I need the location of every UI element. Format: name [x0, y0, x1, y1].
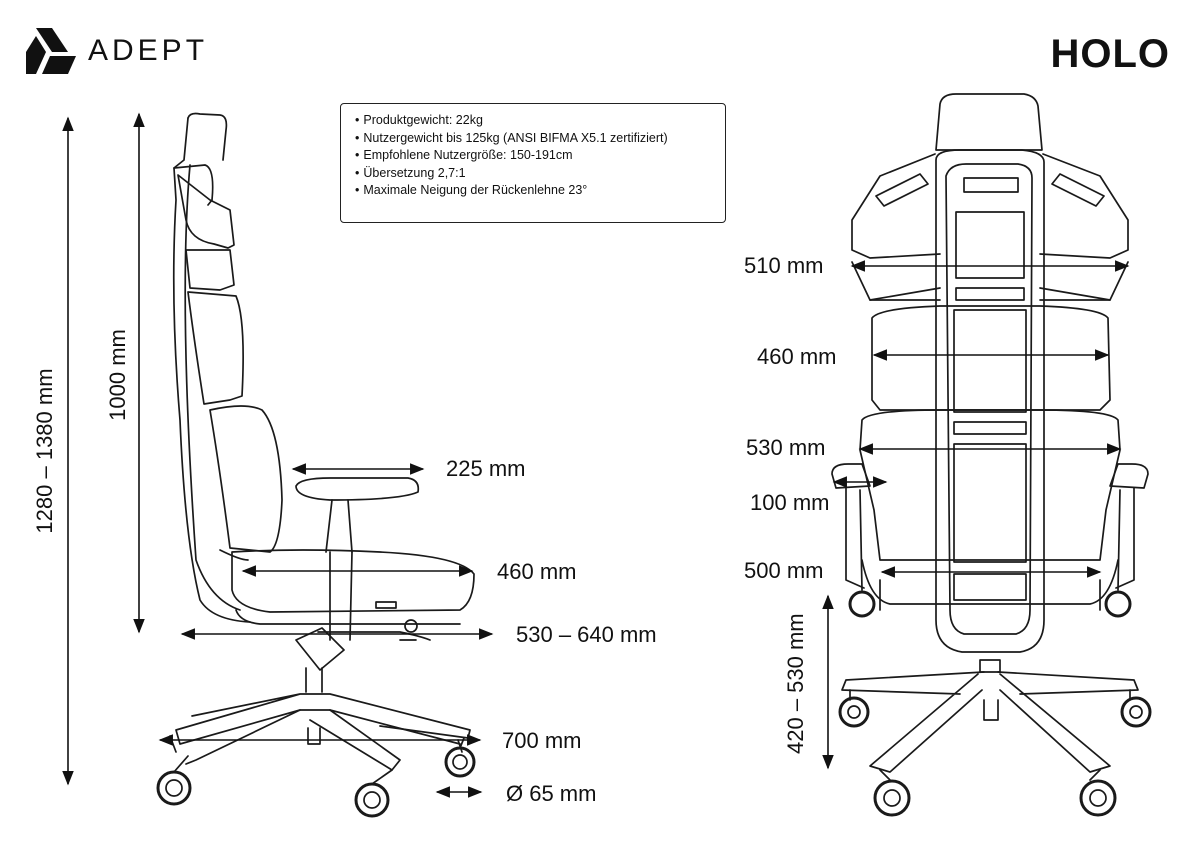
brand-name: ADEPT: [88, 34, 209, 67]
armrest-depth-label: 225 mm: [446, 456, 526, 481]
lower-width-label: 530 mm: [746, 435, 826, 460]
front-dimension-arrows: [822, 260, 1130, 770]
seat-width-label: 500 mm: [744, 558, 824, 583]
armrest-width-label: 100 mm: [750, 490, 830, 515]
side-dimension-arrows: [62, 112, 494, 798]
front-view-chair: [831, 93, 1152, 817]
spec-item: Produktgewicht: 22kg: [355, 112, 715, 130]
seat-height-label: 420 – 530 mm: [783, 613, 808, 754]
side-view-chair: [156, 112, 476, 818]
model-name: HOLO: [1050, 32, 1170, 76]
seat-depth-label: 460 mm: [497, 559, 577, 584]
upper-width-label: 510 mm: [744, 253, 824, 278]
adept-logo-icon: [26, 28, 76, 74]
spec-box: Produktgewicht: 22kg Nutzergewicht bis 1…: [340, 103, 726, 223]
total-height-label: 1280 – 1380 mm: [32, 368, 57, 534]
seat-adjust-label: 530 – 640 mm: [516, 622, 657, 647]
mid-width-label: 460 mm: [757, 344, 837, 369]
spec-item: Nutzergewicht bis 125kg (ANSI BIFMA X5.1…: [355, 130, 715, 148]
back-height-label: 1000 mm: [105, 329, 130, 421]
spec-item: Empfohlene Nutzergröße: 150-191cm: [355, 147, 715, 165]
brand-logo: ADEPT: [22, 24, 208, 78]
spec-item: Übersetzung 2,7:1: [355, 165, 715, 183]
spec-item: Maximale Neigung der Rückenlehne 23°: [355, 182, 715, 200]
base-width-label: 700 mm: [502, 728, 582, 753]
caster-diameter-label: Ø 65 mm: [506, 781, 597, 806]
